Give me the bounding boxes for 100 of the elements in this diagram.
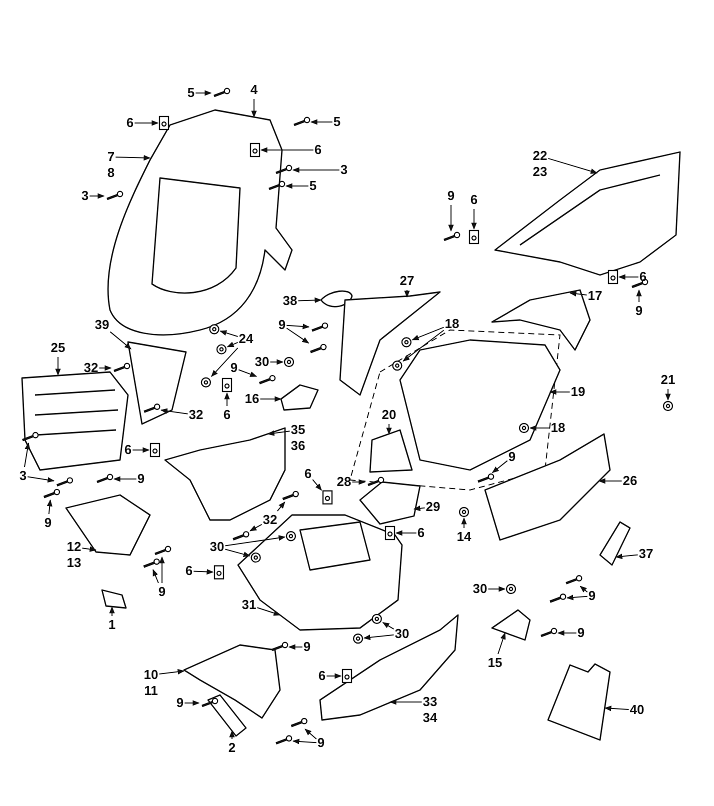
body-panel xyxy=(339,291,441,396)
callout-number: 3 xyxy=(81,188,89,204)
leader-line xyxy=(152,569,159,584)
callout-number: 40 xyxy=(630,702,644,718)
callout-number: 6 xyxy=(417,525,425,541)
callout-number: 9 xyxy=(230,360,238,376)
leader-line xyxy=(310,119,333,125)
callout-number: 28 xyxy=(336,474,352,490)
callout-number: 37 xyxy=(638,546,654,562)
callout-number: 9 xyxy=(588,588,596,604)
leader-line xyxy=(159,556,165,584)
leader-line xyxy=(226,342,238,348)
fastener-icon xyxy=(352,634,364,644)
clip-nut-icon xyxy=(158,116,170,130)
screw-icon xyxy=(22,432,39,442)
leader-line xyxy=(618,274,639,280)
body-panel xyxy=(320,290,353,308)
leader-line xyxy=(210,347,238,377)
leader-line xyxy=(115,155,151,161)
screw-icon xyxy=(96,474,114,484)
callout-number: 30 xyxy=(254,354,270,370)
screw-icon xyxy=(282,490,299,500)
screw-icon xyxy=(214,88,230,98)
leader-line xyxy=(492,460,508,474)
body-panel xyxy=(359,481,421,525)
screw-icon xyxy=(268,180,286,190)
callout-number: 13 xyxy=(66,555,82,571)
callout-number: 1 xyxy=(108,617,116,633)
callout-number: 39 xyxy=(94,317,110,333)
screw-icon xyxy=(310,344,327,354)
leader-line xyxy=(363,634,394,640)
fastener-icon xyxy=(209,324,220,334)
fastener-icon xyxy=(392,360,402,371)
callout-number: 8 xyxy=(107,165,115,181)
callout-number: 14 xyxy=(456,529,472,545)
leader-line xyxy=(498,632,506,654)
screw-icon xyxy=(478,473,494,483)
leader-line xyxy=(27,476,55,483)
leader-line xyxy=(569,290,588,297)
clip-nut-icon xyxy=(342,668,352,684)
body-panel xyxy=(547,663,611,741)
screw-icon xyxy=(143,558,160,568)
callout-number: 31 xyxy=(242,597,256,613)
screw-icon xyxy=(56,477,74,487)
leader-line xyxy=(220,330,238,337)
body-panel xyxy=(127,341,187,425)
screw-icon xyxy=(276,164,292,174)
leader-line xyxy=(580,586,588,593)
callout-number: 6 xyxy=(185,563,193,579)
callout-number: 7 xyxy=(107,149,115,165)
callout-number: 4 xyxy=(250,82,258,98)
callout-number: 6 xyxy=(124,442,132,458)
leader-line xyxy=(224,535,286,546)
body-panel xyxy=(207,694,247,737)
leader-line xyxy=(276,502,286,512)
screw-icon xyxy=(106,190,124,200)
leader-line xyxy=(471,208,477,230)
leader-line xyxy=(110,331,132,350)
leader-line xyxy=(251,98,257,118)
callout-number: 16 xyxy=(244,391,260,407)
callout-number: 9 xyxy=(158,584,166,600)
leader-line xyxy=(402,330,444,362)
callout-number: 5 xyxy=(333,114,341,130)
leader-line xyxy=(604,706,630,712)
callout-number: 33 xyxy=(422,694,438,710)
leader-line xyxy=(395,530,417,536)
body-panel xyxy=(599,521,631,566)
leader-line xyxy=(636,289,642,302)
fastener-icon xyxy=(662,400,674,412)
callout-number: 9 xyxy=(137,471,145,487)
body-panel xyxy=(101,589,127,609)
leader-line xyxy=(160,408,188,414)
leader-line xyxy=(548,158,598,174)
leader-line xyxy=(461,517,467,528)
leader-line xyxy=(448,204,454,232)
callout-number: 12 xyxy=(66,539,82,555)
callout-number: 32 xyxy=(188,407,204,423)
fastener-icon xyxy=(506,584,516,594)
callout-number: 5 xyxy=(187,85,195,101)
screw-icon xyxy=(540,628,558,638)
screw-icon xyxy=(312,322,328,332)
body-panel xyxy=(491,609,531,641)
screw-icon xyxy=(290,718,308,728)
leader-line xyxy=(256,607,281,616)
callout-number: 29 xyxy=(426,499,440,515)
screw-icon xyxy=(368,476,384,486)
callout-number: 9 xyxy=(176,695,184,711)
leader-line xyxy=(286,324,310,330)
screw-icon xyxy=(444,232,460,242)
leader-line xyxy=(389,699,422,705)
leader-line xyxy=(193,568,214,575)
leader-line xyxy=(260,147,314,153)
callout-number: 18 xyxy=(550,420,566,436)
screw-icon xyxy=(202,698,218,708)
callout-number: 5 xyxy=(309,178,317,194)
leader-line xyxy=(386,424,392,435)
screw-icon xyxy=(43,488,60,498)
fastener-icon xyxy=(372,614,382,624)
leader-line xyxy=(413,506,426,512)
callout-number: 9 xyxy=(635,303,643,319)
